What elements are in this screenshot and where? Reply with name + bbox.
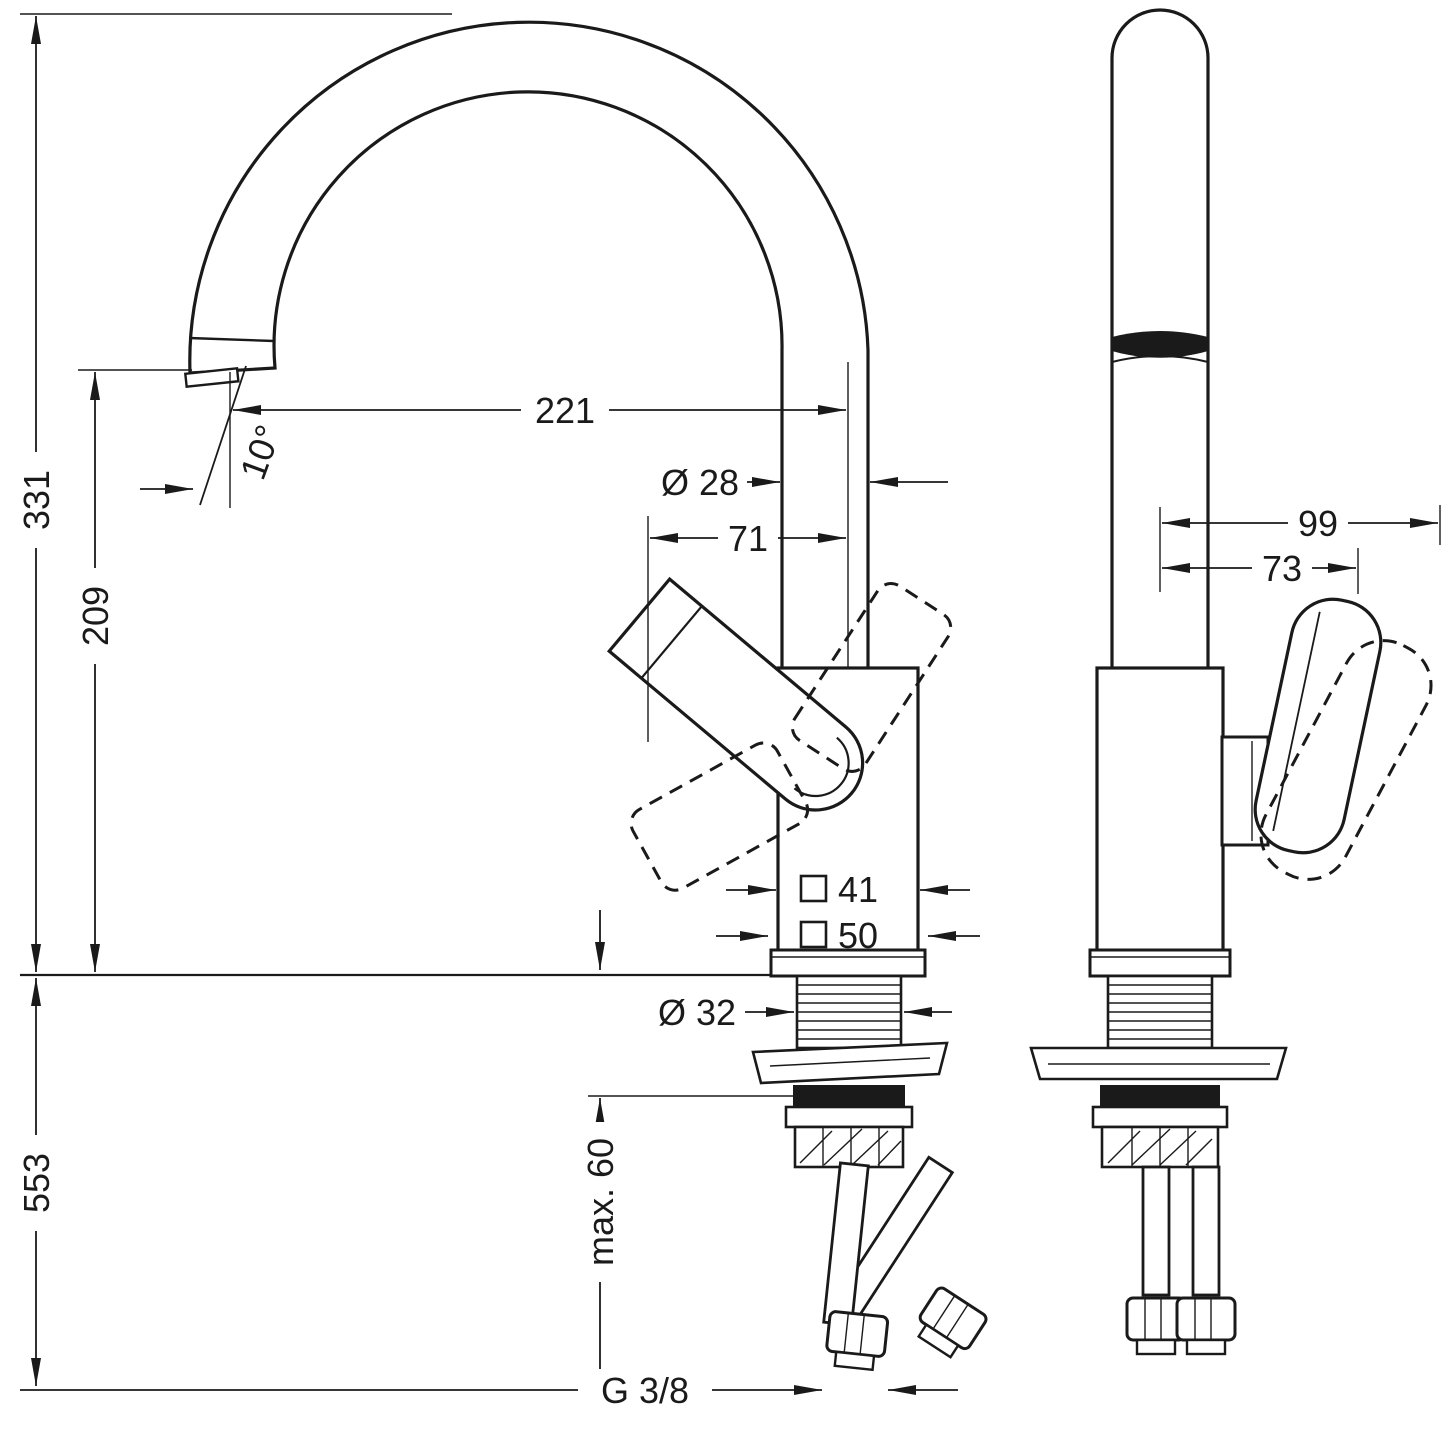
escutcheon-flange-front	[751, 1041, 949, 1085]
square-symbol-41	[799, 874, 828, 903]
dim-max-deck-thickness: max. 60	[579, 910, 828, 1388]
dim-outlet-angle: 10°	[140, 365, 289, 506]
front-view	[183, 20, 988, 1372]
side-view	[1029, 8, 1433, 1356]
dim-spout-reach-label: 221	[535, 390, 595, 431]
dim-spout-diameter: Ø 28	[661, 462, 948, 503]
dim-body-size-base-label: 50	[838, 915, 878, 956]
dim-outlet-angle-label: 10°	[232, 420, 289, 485]
dim-body-size-base: 50	[716, 915, 980, 956]
dim-hose-thread-label: G 3/8	[601, 1370, 689, 1411]
faucet-base-side	[1088, 948, 1232, 978]
dim-spout-reach: 221	[229, 372, 846, 508]
spout-joint-contour	[1111, 355, 1209, 363]
dim-outlet-height: 209	[74, 369, 192, 972]
rubber-seal-front	[793, 1085, 905, 1107]
square-symbol-50	[799, 920, 828, 949]
handle-position-up-dashed	[790, 582, 953, 773]
dim-body-size-top: 41	[726, 869, 970, 910]
spout-joint-band	[1112, 331, 1208, 358]
supply-hose-b-side	[1191, 1165, 1221, 1297]
mounting-nut-side	[1100, 1125, 1220, 1169]
hose-nut-right	[916, 1286, 988, 1359]
clamp-plate-side	[1091, 1105, 1229, 1129]
dim-handle-reach-max-label: 99	[1298, 503, 1338, 544]
mounting-shank-side	[1106, 974, 1214, 1050]
dim-body-size-top-label: 41	[838, 869, 878, 910]
mounting-shank-front	[795, 974, 903, 1050]
dim-below-counter-label: 553	[16, 1153, 57, 1213]
dim-total-height-label: 331	[16, 470, 57, 530]
handle-lever-side	[1253, 597, 1383, 855]
rubber-seal-side	[1100, 1085, 1220, 1107]
dim-max-deck-thickness-label: max. 60	[580, 1138, 621, 1266]
dim-spout-diameter-label: Ø 28	[661, 462, 739, 503]
dim-handle-reach-max: 99	[1159, 502, 1441, 592]
mounting-nut-front	[793, 1125, 905, 1169]
aerator-outlet	[183, 367, 240, 389]
hose-nut-left	[825, 1310, 890, 1372]
faucet-base-front	[769, 948, 927, 978]
handle-front	[606, 576, 865, 812]
dim-hole-diameter: Ø 32	[658, 992, 952, 1033]
dim-hole-diameter-label: Ø 32	[658, 992, 736, 1033]
dimensions: 331 209 553 221	[15, 13, 1441, 1411]
handle-lever-dashed-side	[1259, 639, 1433, 881]
dim-handle-reach: 73	[1162, 547, 1359, 594]
escutcheon-flange-side	[1029, 1046, 1288, 1081]
dim-outlet-height-label: 209	[75, 586, 116, 646]
clamp-plate-front	[784, 1105, 914, 1129]
dim-handle-reach-label: 73	[1262, 548, 1302, 589]
dim-total-height: 331	[15, 13, 452, 972]
dim-below-counter: 553	[15, 978, 57, 1386]
faucet-body-side	[1095, 666, 1225, 954]
handle-position-down-dashed	[629, 741, 810, 892]
dim-handle-offset-label: 71	[728, 518, 768, 559]
aerator-joint-line	[188, 336, 275, 343]
hose-nut-b-side	[1175, 1296, 1237, 1356]
dim-hose-thread: G 3/8	[20, 1369, 958, 1411]
supply-hose-a-side	[1141, 1165, 1171, 1297]
dim-handle-offset: 71	[647, 516, 846, 742]
spout-arc	[188, 20, 870, 674]
